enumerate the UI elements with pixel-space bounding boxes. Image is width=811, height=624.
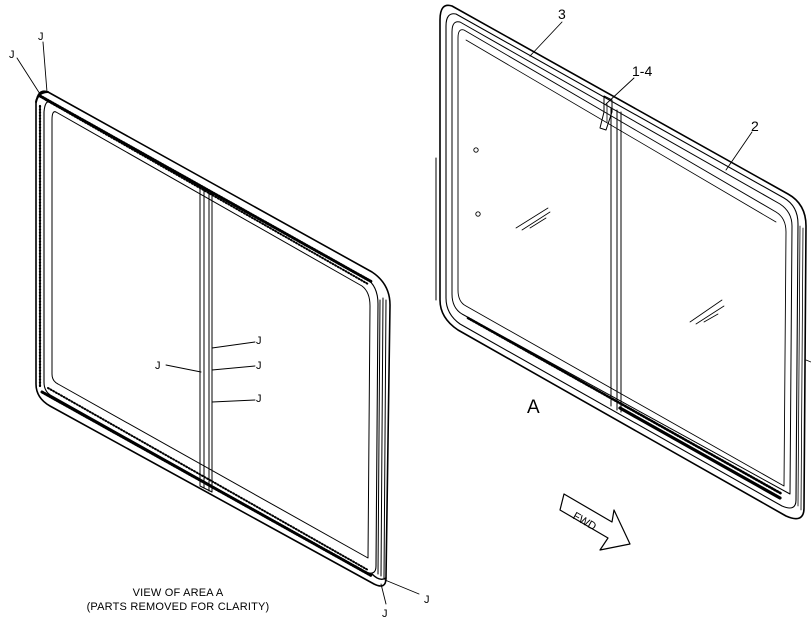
fwd-label: FWD [571, 510, 599, 533]
callout-item-1-4: 1-4 [632, 63, 652, 79]
callout-j-divider-left: J [155, 360, 161, 372]
callout-j-bottom-right: J [424, 594, 430, 606]
window-assembly [435, 4, 811, 520]
callout-j-top-left-2: J [38, 31, 44, 43]
callout-j-divider-2: J [256, 360, 262, 372]
callout-j-top-left-1: J [9, 49, 15, 61]
callout-item-2: 2 [751, 118, 759, 134]
view-caption: VIEW OF AREA A (PARTS REMOVED FOR CLARIT… [87, 587, 270, 613]
callout-area-a: A [527, 397, 540, 418]
forward-arrow [559, 493, 631, 551]
callout-item-3: 3 [558, 6, 566, 22]
caption-line-2: (PARTS REMOVED FOR CLARITY) [87, 601, 270, 613]
callout-j-divider-3: J [256, 393, 262, 405]
caption-line-1: VIEW OF AREA A [133, 587, 224, 599]
detail-view-frame [35, 90, 391, 587]
item-leader-lines [529, 21, 753, 171]
callout-j-bottom: J [382, 608, 388, 620]
j-leader-lines [16, 41, 420, 605]
callout-j-divider-1: J [256, 335, 262, 347]
